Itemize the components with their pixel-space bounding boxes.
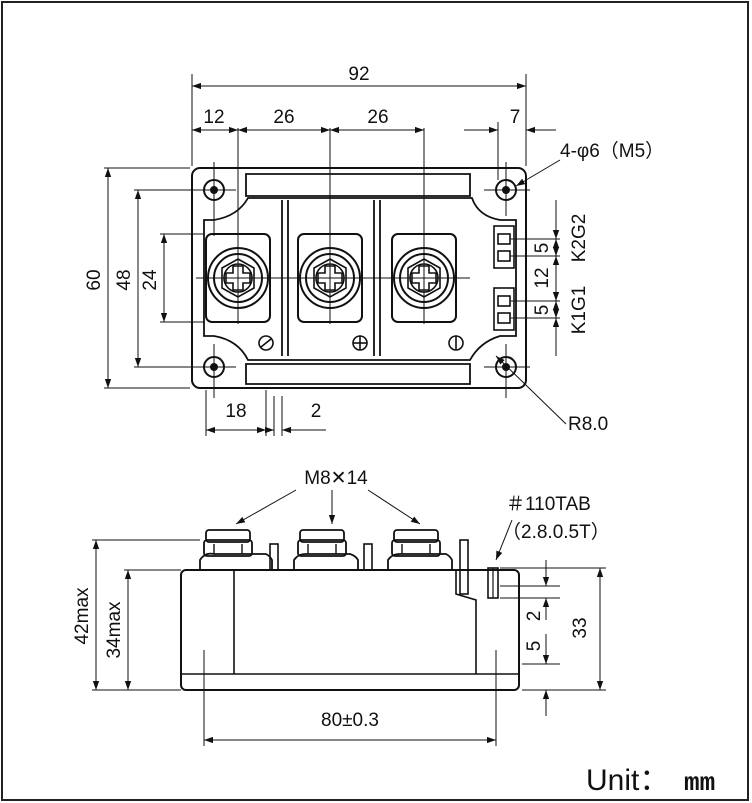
module-outline-top [191, 167, 527, 389]
terminal-nut-1 [199, 529, 273, 570]
dim-tab-size: （2.8.0.5T） [502, 521, 610, 543]
module-body-side [180, 569, 520, 691]
post-1 [269, 543, 279, 571]
dim-tab-gap-2: 2 [524, 611, 545, 622]
post-3 [459, 539, 469, 595]
polarity-ac-mark [448, 335, 464, 351]
dim-width-2: 2 [311, 401, 322, 422]
polarity-minus-mark [258, 335, 274, 351]
gate-tab [487, 567, 499, 599]
dimension-lines-top [104, 82, 567, 434]
dim-pitch-right: 7 [510, 107, 521, 128]
post-2 [363, 543, 373, 571]
top-strip [245, 173, 471, 197]
dim-pitch-left: 12 [203, 107, 224, 128]
dim-tab-gap-5: 5 [524, 641, 545, 652]
dim-pitch-1: 26 [273, 107, 294, 128]
label-upper-gates: K2G2 [569, 214, 590, 263]
label-lower-gates: K1G1 [569, 286, 590, 335]
housing-inner [203, 197, 517, 361]
dim-corner-radius: R8.0 [568, 414, 608, 435]
dim-tab-height: 33 [570, 617, 591, 638]
gate-terminals [493, 225, 515, 331]
terminal-nut-3 [387, 529, 453, 570]
dim-height-max-42: 42max [72, 587, 93, 645]
dim-pitch-2: 26 [367, 107, 388, 128]
dim-overall-width: 92 [348, 64, 369, 85]
dim-width-18: 18 [225, 401, 246, 422]
polarity-plus-mark [352, 335, 368, 351]
dim-base-width: 80±0.3 [321, 710, 379, 731]
unit-label: Unit： [586, 764, 669, 797]
extension-lines-side [92, 539, 606, 746]
dim-mount-hole: 4-φ6（M5） [560, 140, 664, 162]
dim-terminal-height: 24 [140, 269, 161, 291]
dim-height-max-34: 34max [104, 601, 125, 659]
dim-gate-spacing-3: 5 [532, 305, 553, 316]
bottom-strip [245, 363, 471, 385]
dim-gate-spacing-1: 5 [532, 243, 553, 254]
dim-hole-pitch-height: 48 [114, 269, 135, 290]
dimension-lines-side [92, 489, 604, 744]
terminal-nut-2 [293, 529, 359, 570]
dim-gate-spacing-2: 12 [532, 267, 553, 288]
dim-bolt-spec: M8✕14 [304, 468, 368, 489]
centerlines [192, 128, 530, 398]
unit-value: mm [684, 768, 715, 798]
dim-tab-spec: ＃110TAB [506, 494, 591, 515]
side-view [180, 529, 520, 691]
dim-overall-height: 60 [84, 269, 105, 290]
